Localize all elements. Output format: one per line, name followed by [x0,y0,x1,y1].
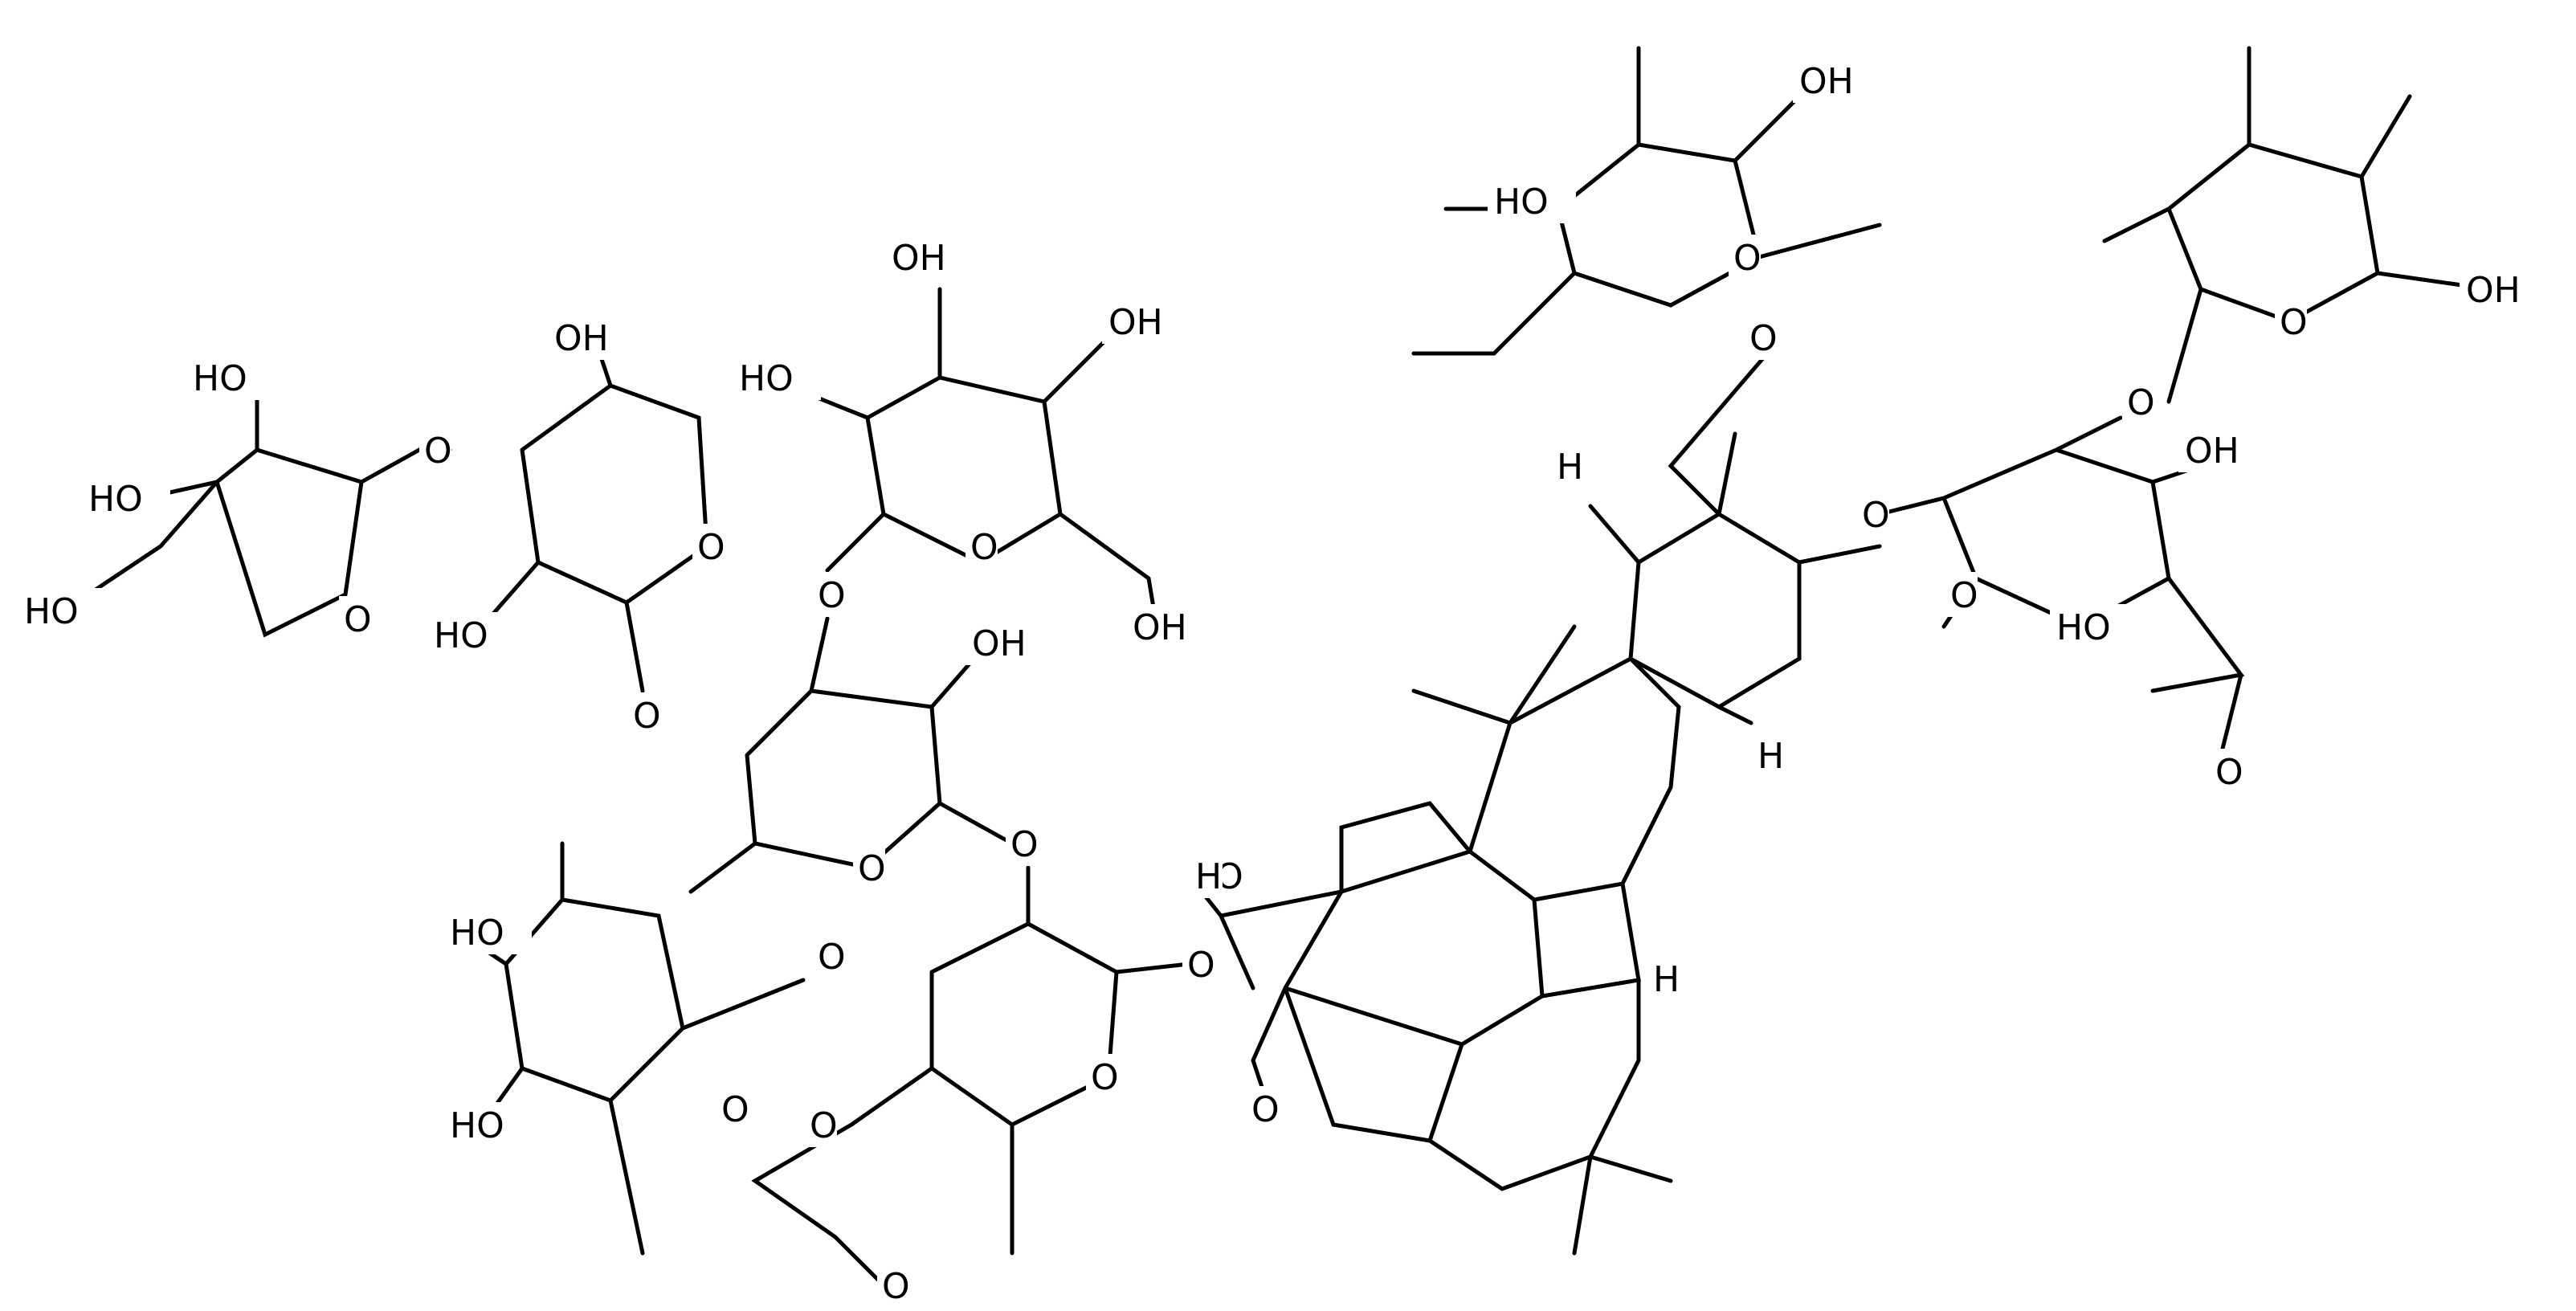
atom-label-oh-6: OH [2178,427,2267,472]
atom-label-ho-6: HO [443,909,532,954]
atom-label-ho-5: HO [733,355,821,400]
bonds-fucose-ring [751,865,1191,1288]
atom-label-oh-2: OH [885,235,974,280]
svg-text:H: H [1195,856,1222,897]
bonds-rhamnose-ring [480,841,806,1256]
atom-label-ho-3: HO [186,355,275,400]
svg-text:O: O [1749,318,1778,359]
svg-text:O: O [970,527,998,568]
svg-text:O: O [818,575,846,616]
atom-label-h-3: H [1648,956,1680,1001]
bonds-xylose-terminal [2102,46,2492,404]
atom-label-o-16: O [1745,315,1778,360]
atom-label-o-12: O [877,1263,910,1308]
bonds-glucose-upper [785,287,1159,629]
atom-label-o-7: O [853,845,886,890]
svg-text:O: O [818,937,846,978]
svg-text:O: O [697,527,725,568]
svg-text:HO: HO [739,358,794,399]
svg-text:OH: OH [1133,607,1187,648]
atom-label-o-1: O [339,596,372,641]
svg-text:O: O [2215,752,2243,793]
svg-text:HO: HO [2056,607,2111,648]
svg-text:HO: HO [450,1105,504,1146]
atom-label-o-14: O [1182,941,1215,986]
svg-text:O: O [1733,238,1762,279]
atom-label-o-3: O [692,524,725,569]
svg-text:O: O [1187,945,1215,986]
atom-label-h-1: H [1552,443,1584,488]
atom-label-o-9: O [813,933,846,978]
svg-text:O: O [1862,495,1890,536]
svg-text:HO: HO [434,615,488,656]
svg-text:O: O [810,1105,838,1146]
bonds-triterpene-ring-de [1186,873,1673,1256]
atom-label-o-6: O [965,524,998,569]
atom-label-h-2: H [1753,733,1785,778]
svg-text:O: O [2127,382,2155,423]
atom-label-o-18: O [1945,572,1978,617]
svg-text:HO: HO [1494,182,1549,223]
svg-text:O: O [858,848,886,889]
atom-label-o-19: O [2211,749,2243,794]
svg-text:OH: OH [972,623,1027,664]
atom-label-o-5: O [813,572,846,617]
atom-label-ho-9: HO [1488,178,1576,223]
svg-text:O: O [633,696,661,737]
svg-text:OH: OH [1108,302,1163,343]
svg-text:O: O [1010,824,1039,865]
svg-text:O: O [1091,1057,1119,1098]
bonds-triterpene-ring-abc [1251,624,1681,1111]
svg-text:OH: OH [554,318,609,359]
svg-text:O: O [344,599,372,640]
atom-label-o-4: O [628,692,661,737]
svg-text:H: H [1557,447,1583,488]
atom-label-o-2: O [419,427,452,472]
svg-text:O: O [2280,302,2308,343]
bonds-triterpene-ring-f [1588,351,1882,725]
atom-label-oh-7: OH [1793,58,1881,103]
svg-text:HO: HO [193,358,247,399]
svg-text:H: H [1653,959,1680,1000]
atom-label-ho-7: HO [443,1102,532,1147]
atom-label-o-15: O [1247,1086,1280,1131]
atom-label-o-17: O [1857,492,1890,537]
svg-text:O: O [1251,1089,1280,1130]
atom-label-o-13: O [1086,1054,1119,1099]
atom-label-ho-10: HO [2050,604,2138,649]
svg-text:H: H [1757,736,1784,777]
atom-label-o-8: O [1006,821,1039,866]
svg-text:OH: OH [2185,431,2239,472]
svg-text:OH: OH [1799,61,1854,102]
atom-label-o-11: O [805,1102,838,1147]
atom-label-oh-8: OH [2460,267,2548,312]
svg-text:HO: HO [88,479,143,520]
svg-text:HO: HO [24,591,79,632]
atom-label-ho-1: HO [18,588,106,633]
atom-label-o-20: O [1729,235,1762,280]
atom-label-h-4: H [1190,853,1223,898]
svg-text:OH: OH [2466,270,2521,311]
svg-text:HO: HO [450,913,504,954]
svg-text:O: O [882,1266,910,1307]
atom-labels: HO HO HO HO HO HO HO HO HO HO OH OH OH O… [18,58,2548,1308]
svg-text:O: O [721,1089,749,1130]
atom-label-oh-3: OH [1102,299,1190,344]
atom-label-o-21: O [2122,379,2155,424]
atom-label-oh-5: OH [965,620,1054,665]
svg-text:O: O [424,431,452,472]
svg-text:O: O [1950,575,1978,616]
bonds-apiose-ring [62,375,452,638]
atom-label-o-22: O [2275,299,2308,344]
atom-label-oh-4: OH [1126,604,1215,649]
atom-label-o-10: O [716,1086,749,1131]
bonds-disaccharide-core [688,616,1014,894]
atom-label-oh-1: OH [548,315,636,360]
atom-label-ho-4: HO [427,612,516,657]
atom-label-ho-2: HO [82,476,170,521]
svg-text:OH: OH [892,238,946,279]
